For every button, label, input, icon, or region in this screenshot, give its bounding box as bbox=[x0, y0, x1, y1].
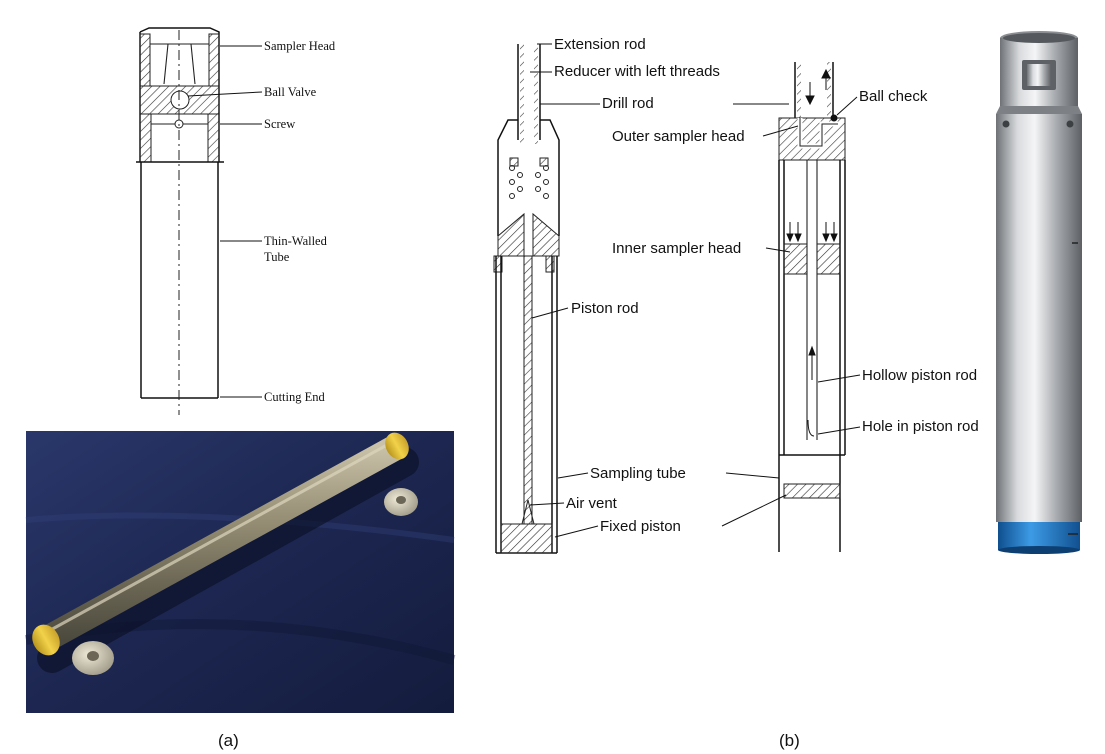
label-piston-rod: Piston rod bbox=[571, 300, 639, 317]
label-reducer: Reducer with left threads bbox=[554, 63, 720, 80]
blue-cutting-tip bbox=[998, 522, 1080, 550]
label-screw: Screw bbox=[264, 117, 295, 131]
label-tube: Tube bbox=[264, 250, 290, 264]
label-fixed-piston: Fixed piston bbox=[600, 518, 681, 535]
label-drill-rod: Drill rod bbox=[602, 95, 654, 112]
label-extension-rod: Extension rod bbox=[554, 36, 646, 53]
fixed-piston-sampler-drawing: Extension rod Reducer with left threads … bbox=[493, 36, 720, 554]
label-inner-sampler-head: Inner sampler head bbox=[612, 240, 741, 257]
caption-b: (b) bbox=[779, 731, 800, 750]
label-hole-in-piston-rod: Hole in piston rod bbox=[862, 418, 979, 435]
end-cap-bottom bbox=[32, 624, 60, 656]
hydraulic-piston-sampler-drawing: Ball check Outer sampler head Inner samp… bbox=[612, 62, 979, 552]
thin-walled-tube-drawing: Sampler Head Ball Valve Screw Thin-Walle… bbox=[136, 27, 336, 415]
caption-a: (a) bbox=[218, 731, 239, 750]
label-sampling-tube: Sampling tube bbox=[590, 465, 686, 482]
sampler-3d-render bbox=[996, 31, 1082, 554]
label-ball-check: Ball check bbox=[859, 88, 928, 105]
label-cutting-end: Cutting End bbox=[264, 390, 326, 404]
label-hollow-piston-rod: Hollow piston rod bbox=[862, 367, 977, 384]
label-ball-valve: Ball Valve bbox=[264, 85, 317, 99]
tube-body bbox=[38, 434, 405, 652]
label-sampler-head: Sampler Head bbox=[264, 39, 336, 53]
label-outer-sampler-head: Outer sampler head bbox=[612, 128, 745, 145]
sampler-body bbox=[996, 114, 1082, 522]
label-air-vent: Air vent bbox=[566, 495, 618, 512]
end-cap-top bbox=[385, 432, 409, 460]
tube-photo bbox=[25, 431, 456, 713]
label-thin-walled: Thin-Walled bbox=[264, 234, 328, 248]
